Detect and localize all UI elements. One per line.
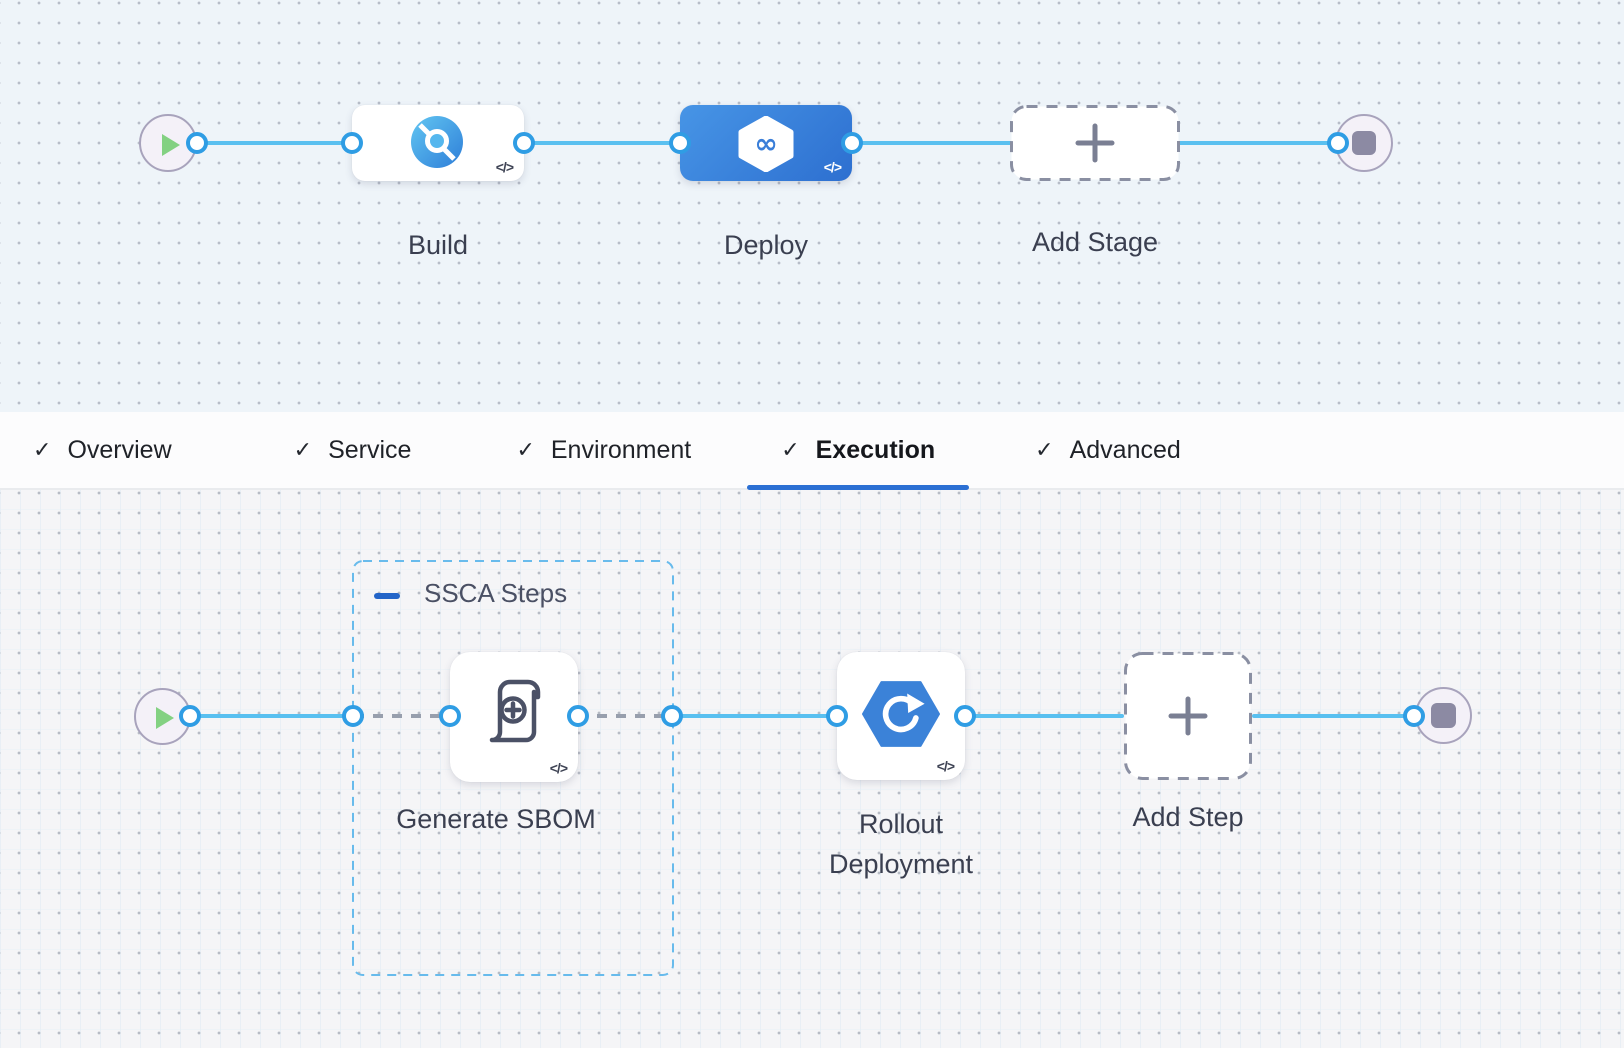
connection-point[interactable] [826, 705, 848, 727]
stage-node-build[interactable]: </> [352, 105, 524, 181]
code-toggle-icon: </> [936, 758, 955, 774]
step-label-generate-sbom: Generate SBOM [396, 804, 596, 834]
connection-point[interactable] [954, 705, 976, 727]
play-icon [156, 707, 174, 729]
step-node-generate-sbom[interactable]: </> [450, 652, 578, 782]
connector-line [672, 714, 837, 718]
stage-pipeline-canvas: </> ∞ </> Build Deploy Add Stage [0, 0, 1624, 412]
plus-icon [1168, 696, 1208, 736]
stage-node-deploy[interactable]: ∞ </> [680, 105, 852, 181]
svg-text:∞: ∞ [754, 127, 777, 160]
stage-label-build: Build [407, 230, 469, 260]
tab-service[interactable]: ✓ Service [282, 412, 424, 488]
add-stage-button[interactable] [1010, 105, 1180, 181]
active-tab-underline [747, 485, 970, 490]
check-icon: ✓ [1035, 437, 1054, 462]
step-label-rollout-deployment: Rollout Deployment [828, 809, 974, 879]
connection-point[interactable] [179, 705, 201, 727]
check-icon: ✓ [781, 437, 800, 462]
step-group-label: SSCA Steps [424, 578, 568, 608]
check-icon: ✓ [516, 437, 535, 462]
connection-point[interactable] [513, 132, 535, 154]
stop-icon [1352, 131, 1376, 155]
step-group-ssca [352, 560, 674, 976]
connection-point[interactable] [669, 132, 691, 154]
add-step-button[interactable] [1124, 652, 1252, 780]
tab-label: Advanced [1069, 435, 1181, 464]
stage-label-add-stage: Add Stage [1031, 227, 1159, 257]
connector-dashed [354, 714, 450, 718]
connection-point[interactable] [341, 132, 363, 154]
tab-overview[interactable]: ✓ Overview [21, 412, 184, 488]
connection-point[interactable] [439, 705, 461, 727]
collapse-group-icon[interactable] [374, 593, 400, 599]
stop-icon [1431, 703, 1456, 728]
step-node-rollout-deployment[interactable]: </> [837, 652, 965, 780]
step-label-add-step: Add Step [1132, 802, 1244, 832]
pipeline-start-node [139, 114, 197, 172]
connector-line [1252, 714, 1414, 718]
tab-label: Environment [550, 435, 692, 464]
code-toggle-icon: </> [823, 159, 842, 175]
code-toggle-icon: </> [495, 159, 514, 175]
execution-steps-canvas: SSCA Steps </> </> [0, 490, 1624, 1048]
code-toggle-icon: </> [549, 760, 568, 776]
tab-label: Service [328, 435, 412, 464]
connection-point[interactable] [1327, 132, 1349, 154]
connection-point[interactable] [841, 132, 863, 154]
connector-line [965, 714, 1124, 718]
stage-config-tabbar: ✓ Overview ✓ Service ✓ Environment ✓ Exe… [0, 412, 1624, 490]
connection-point[interactable] [567, 705, 589, 727]
check-icon: ✓ [33, 437, 52, 462]
connector-line [190, 714, 354, 718]
connection-point[interactable] [186, 132, 208, 154]
check-icon: ✓ [293, 437, 313, 462]
tab-label: Overview [67, 435, 172, 464]
tab-execution[interactable]: ✓ Execution [747, 412, 970, 490]
tab-label: Execution [815, 435, 936, 464]
cd-deploy-icon: ∞ [738, 116, 794, 172]
connector-dashed [578, 714, 672, 718]
plus-icon [1075, 123, 1115, 163]
tab-environment[interactable]: ✓ Environment [504, 412, 703, 488]
ci-build-icon [411, 116, 463, 168]
connection-point[interactable] [661, 705, 683, 727]
stage-label-deploy: Deploy [723, 230, 809, 260]
sbom-scroll-icon [489, 679, 541, 743]
play-icon [162, 134, 180, 156]
connection-point[interactable] [1403, 705, 1425, 727]
tab-advanced[interactable]: ✓ Advanced [1023, 412, 1193, 488]
connection-point[interactable] [342, 705, 364, 727]
k8s-rolling-icon [862, 681, 940, 747]
